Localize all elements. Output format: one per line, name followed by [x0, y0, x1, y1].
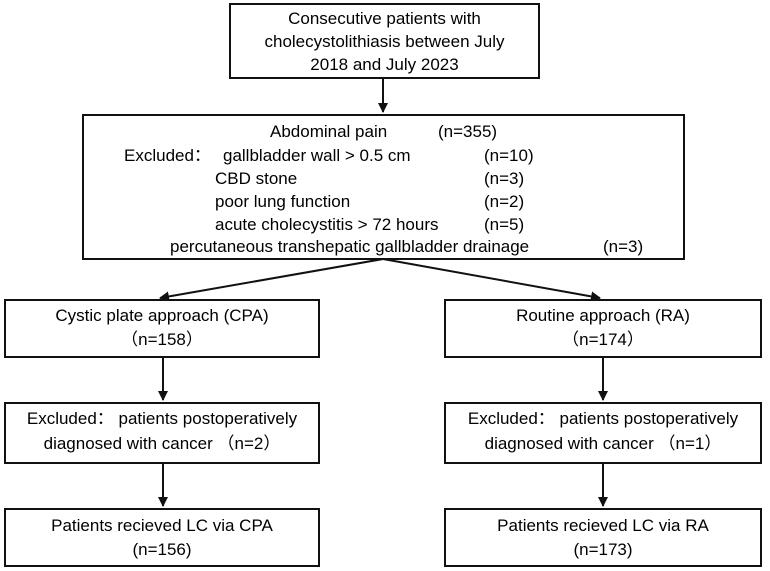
ra-excluded-box: [444, 402, 762, 464]
cpa-final-box: [4, 508, 320, 567]
exclusion-poor-lung-function-count: (n=2): [484, 192, 525, 211]
cpa-excluded-line-1: Excluded： patients postoperatively: [26, 409, 298, 428]
cpa-excluded-line-2: diagnosed with cancer （n=2）: [43, 434, 281, 453]
enrollment-box: [229, 3, 540, 79]
cpa-final-count: (n=156): [132, 540, 192, 559]
excluded-label: Excluded：: [124, 146, 211, 165]
ra-final-count: (n=173): [573, 540, 633, 559]
exclusion-acute-cholecystitis-count: (n=5): [484, 215, 525, 234]
arrow-screen-to-cpa: [159, 258, 384, 302]
cpa-group-box: [4, 299, 320, 358]
ra-group-title: Routine approach (RA): [516, 306, 690, 325]
exclusion-acute-cholecystitis: acute cholecystitis > 72 hours: [215, 215, 439, 234]
abdominal-pain-label: Abdominal pain: [270, 122, 388, 141]
abdominal-pain-count: (n=355): [438, 122, 498, 141]
ra-final-title: Patients recieved LC via RA: [497, 516, 709, 535]
ra-final-box: [444, 508, 762, 567]
exclusion-ptgbd: percutaneous transhepatic gallbladder dr…: [170, 237, 530, 256]
exclusion-gallbladder-wall-count: (n=10): [484, 146, 534, 165]
cpa-group-title: Cystic plate approach (CPA): [55, 306, 269, 325]
enrollment-line-1: Consecutive patients with: [288, 9, 481, 28]
exclusion-poor-lung-function: poor lung function: [215, 192, 351, 211]
enrollment-line-3: 2018 and July 2023: [310, 55, 459, 74]
ra-excluded-line-2: diagnosed with cancer （n=1）: [484, 434, 722, 453]
screening-box: [82, 114, 685, 260]
exclusion-gallbladder-wall: gallbladder wall > 0.5 cm: [223, 146, 411, 165]
cpa-excluded-box: [4, 402, 320, 464]
arrow-screen-to-ra: [382, 258, 601, 302]
ra-group-box: [444, 299, 762, 358]
exclusion-cbd-stone-count: (n=3): [484, 169, 525, 188]
exclusion-cbd-stone: CBD stone: [215, 169, 298, 188]
cpa-group-count: （n=158）: [121, 330, 203, 349]
ra-group-count: （n=174）: [562, 330, 644, 349]
exclusion-ptgbd-count: (n=3): [603, 237, 644, 256]
enrollment-line-2: cholecystolithiasis between July: [264, 32, 505, 51]
cpa-final-title: Patients recieved LC via CPA: [51, 516, 273, 535]
ra-excluded-line-1: Excluded： patients postoperatively: [467, 409, 739, 428]
